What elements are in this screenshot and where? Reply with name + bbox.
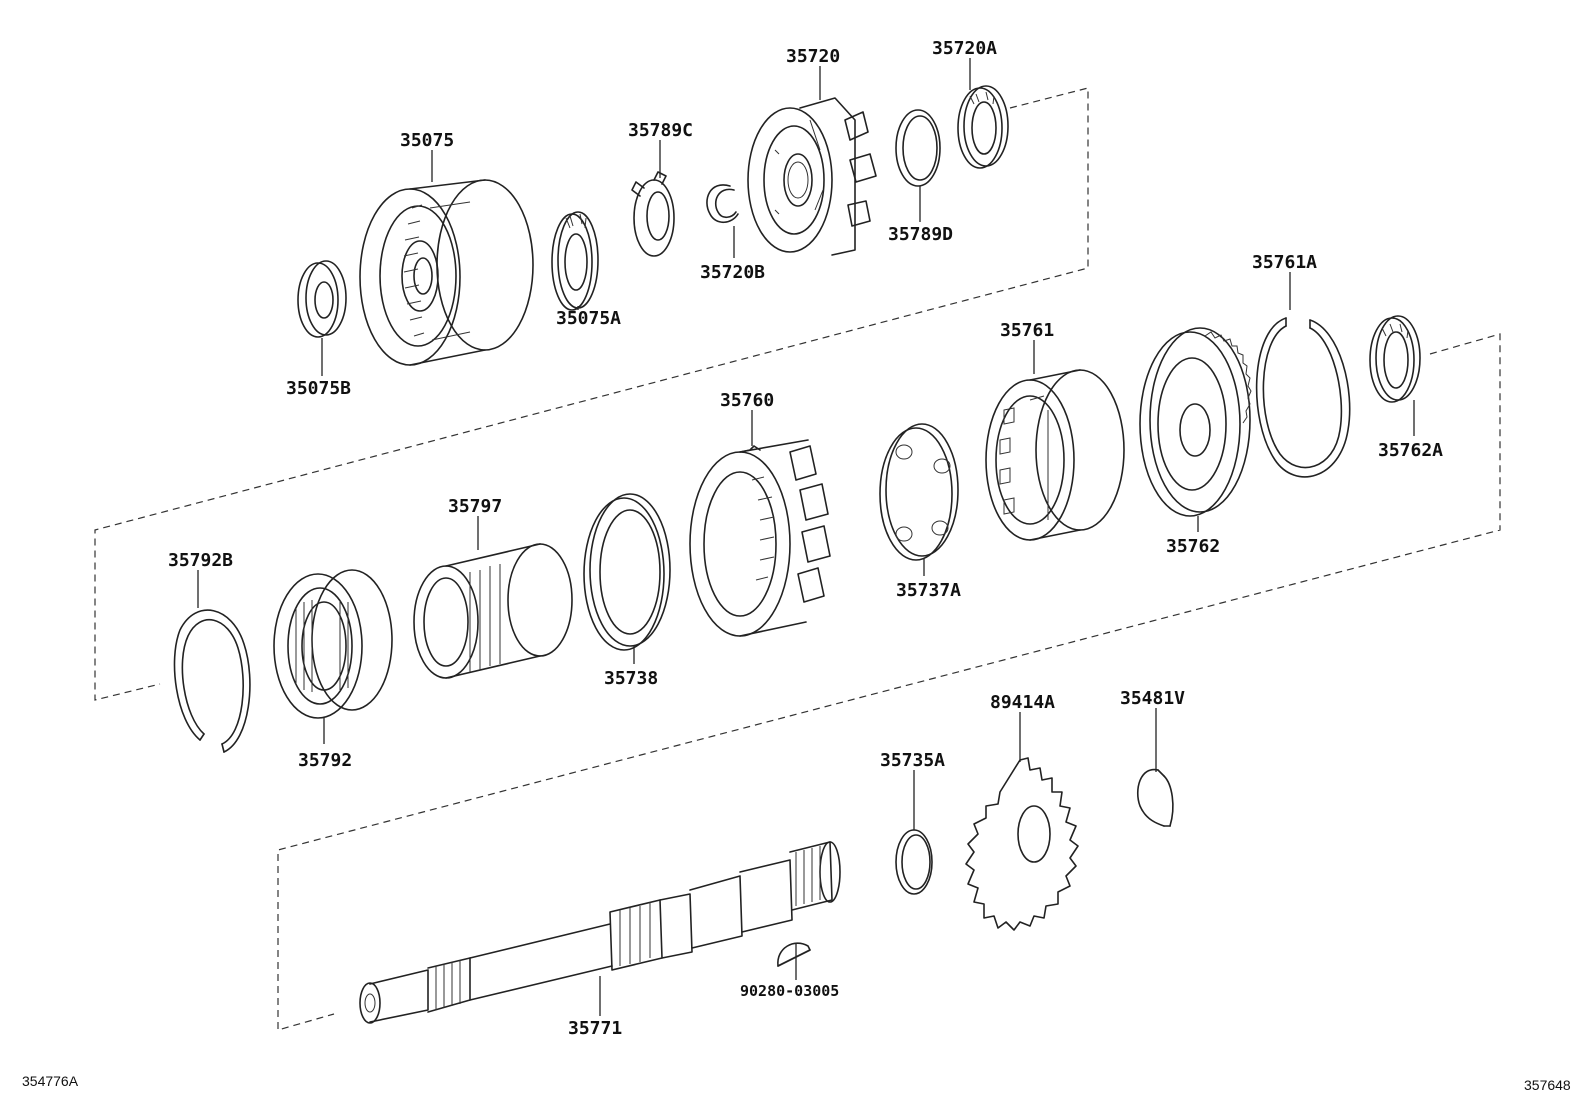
label-35792: 35792	[298, 750, 352, 771]
ring-35735a	[895, 829, 933, 895]
thrust-bearing-35720a	[957, 85, 1009, 169]
group-outline-middle	[277, 333, 1501, 1031]
label-35797: 35797	[448, 496, 502, 517]
label-35737a: 35737A	[896, 580, 961, 601]
label-35738: 35738	[604, 668, 658, 689]
label-35075: 35075	[400, 130, 454, 151]
label-35761a: 35761A	[1252, 252, 1317, 273]
bearing-race-35737a	[879, 423, 959, 561]
gear-disc-35762	[1139, 327, 1252, 517]
label-35720: 35720	[786, 46, 840, 67]
illustration-code-left: 354776A	[22, 1073, 79, 1089]
output-shaft-35771	[359, 841, 841, 1024]
label-35771: 35771	[568, 1018, 622, 1039]
thrust-bearing-35762a	[1369, 315, 1421, 403]
label-35481v: 35481V	[1120, 688, 1185, 709]
thrust-bearing-35075a	[551, 211, 599, 311]
label-35762a: 35762A	[1378, 440, 1443, 461]
bearing-35792	[273, 569, 393, 719]
snap-ring-35720b	[706, 184, 739, 224]
clutch-drum-35075	[359, 179, 534, 366]
ring-gear-35761	[985, 369, 1125, 541]
leader-lines	[197, 58, 1415, 1016]
ring-35738	[583, 493, 671, 651]
woodruff-key-90280-03005	[777, 942, 811, 967]
label-89414a: 89414A	[990, 692, 1055, 713]
label-35789d: 35789D	[888, 224, 953, 245]
label-35789c: 35789C	[628, 120, 693, 141]
label-35735a: 35735A	[880, 750, 945, 771]
label-35762: 35762	[1166, 536, 1220, 557]
label-90280-03005: 90280-03005	[740, 982, 839, 1000]
sleeve-35797	[413, 543, 573, 679]
planetary-carrier-35720	[747, 97, 877, 256]
label-35760: 35760	[720, 390, 774, 411]
tab-washer-35789c	[631, 171, 675, 257]
label-35075a: 35075A	[556, 308, 621, 329]
ring-35789d	[895, 109, 941, 187]
label-35075b: 35075B	[286, 378, 351, 399]
label-35720a: 35720A	[932, 38, 997, 59]
label-35792b: 35792B	[168, 550, 233, 571]
illustration-code-right: 357648	[1524, 1077, 1571, 1093]
label-35761: 35761	[1000, 320, 1054, 341]
snap-ring-35792b	[173, 609, 251, 753]
label-35720b: 35720B	[700, 262, 765, 283]
sensor-rotor-89414a	[965, 757, 1079, 931]
washer-35075b	[297, 260, 347, 338]
group-outline-upper	[94, 87, 1089, 701]
snap-ring-35761a	[1255, 317, 1351, 478]
snap-ring-35481v	[1136, 768, 1174, 827]
sun-gear-35760	[689, 439, 831, 637]
